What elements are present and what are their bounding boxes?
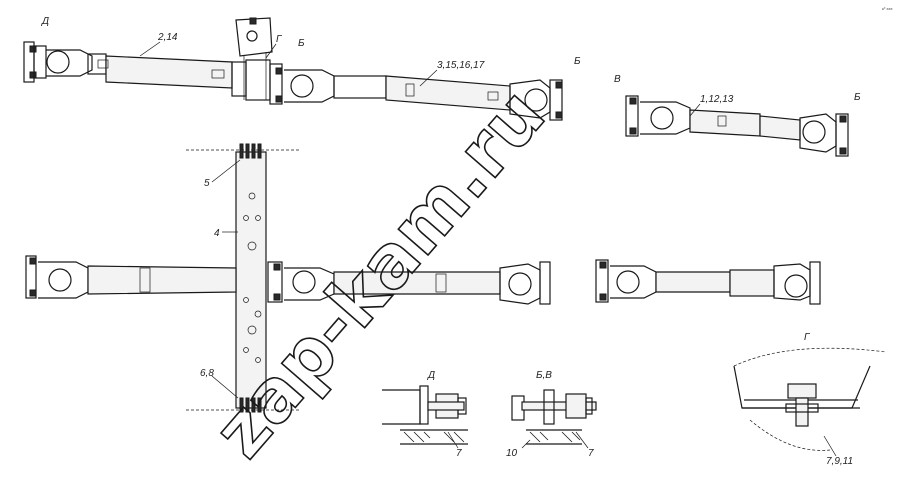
label-detail-bv-7: 7 (588, 448, 594, 459)
label-detail-g: Г (804, 332, 811, 343)
label-detail-d-7: 7 (456, 448, 462, 459)
label-d-top: Д (41, 16, 49, 27)
detail-b-v (511, 389, 597, 445)
detail-g (733, 347, 887, 451)
label-1-12-13: 1,12,13 (700, 94, 734, 105)
shaft-1-12-13 (625, 95, 849, 157)
label-detail-g-num: 7,9,11 (826, 456, 853, 467)
shaft-right-short (595, 259, 821, 305)
label-2-14: 2,14 (157, 32, 178, 43)
label-b-1: Б (298, 38, 305, 49)
label-b-3: Б (854, 92, 861, 103)
intermediate-support (235, 17, 273, 100)
shaft-middle-right (267, 261, 551, 305)
stamp-text: к⁰ ххх (882, 6, 892, 11)
shaft-2-14 (23, 41, 271, 101)
label-4: 4 (214, 228, 220, 239)
label-detail-bv-10: 10 (506, 448, 518, 459)
label-5: 5 (204, 178, 210, 189)
label-3-15: 3,15,16,17 (437, 60, 485, 71)
label-b-2: Б (574, 56, 581, 67)
label-g-top: Г (276, 34, 283, 45)
label-6-8: 6,8 (200, 368, 214, 379)
shaft-3-15 (269, 63, 563, 121)
shaft-middle-left (25, 255, 237, 299)
label-v: В (614, 74, 621, 85)
label-detail-d: Д (427, 370, 435, 381)
label-detail-bv: Б,В (536, 370, 552, 381)
leader-lines (139, 41, 837, 457)
detail-d (382, 385, 468, 445)
